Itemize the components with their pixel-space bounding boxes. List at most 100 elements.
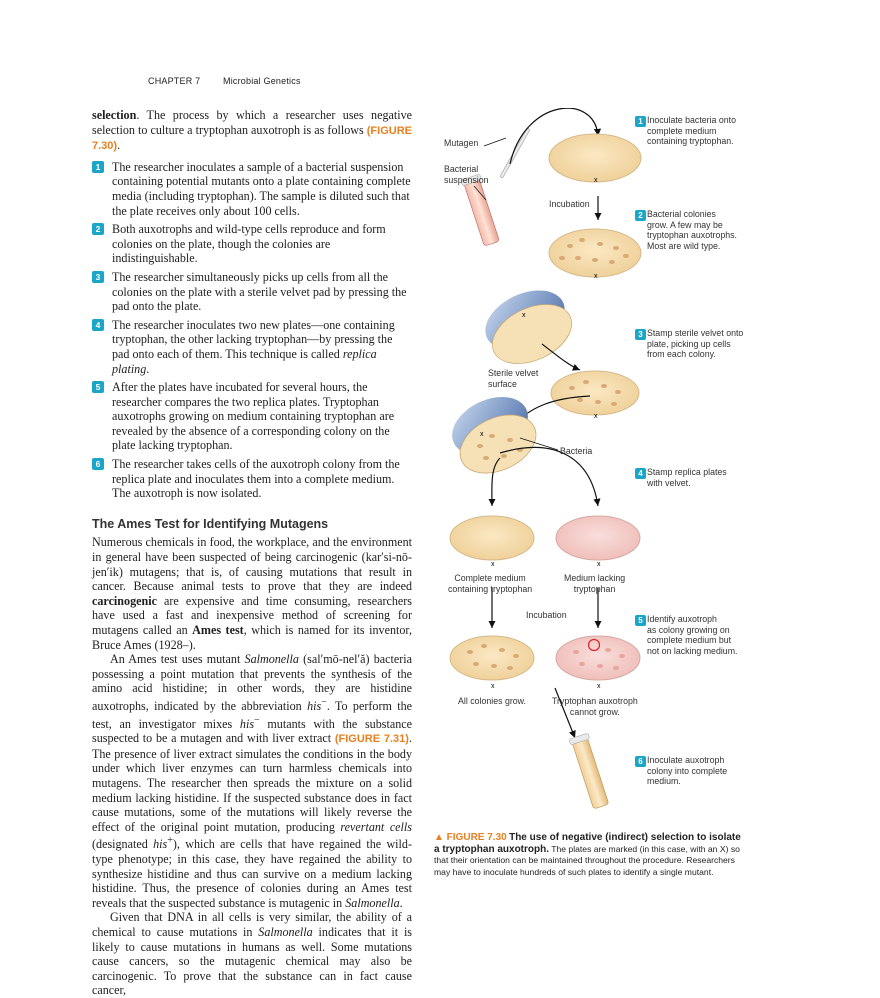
orientation-mark: x — [491, 561, 495, 568]
paragraph-ames-2: An Ames test uses mutant Salmonella (sal… — [92, 652, 412, 910]
text-run: ), which are cells that have regained th… — [92, 837, 412, 910]
intro-bold: selection — [92, 108, 137, 122]
plate-with-colonies: x — [548, 228, 642, 280]
body-text: selection. The process by which a resear… — [92, 108, 412, 998]
label-incubation-2: Incubation — [526, 610, 567, 620]
text-run: mutants with the substance suspected to … — [92, 716, 412, 746]
step-number: 4 — [92, 318, 104, 331]
text-run: An Ames test uses mutant — [110, 652, 245, 667]
fig-step-number: 1 — [635, 116, 646, 127]
text-run: (sal′mō-nel′ă) bacteria possessing a poi… — [92, 652, 412, 713]
sterile-velvet-block: x — [485, 290, 573, 364]
orientation-mark: x — [491, 683, 495, 690]
auxotroph-circle — [587, 638, 601, 652]
orientation-mark: x — [522, 312, 526, 319]
text-run: , which is named for its inventor, Bruce… — [92, 623, 412, 652]
orientation-mark: x — [594, 273, 598, 280]
step-number: 2 — [92, 223, 104, 236]
fig-step-text: Stamp replica plates with velvet. — [647, 467, 727, 488]
section-title: The Ames Test for Identifying Mutagens — [92, 516, 329, 531]
fig-step-number: 3 — [635, 329, 646, 340]
step-number: 6 — [92, 458, 104, 471]
step-text: Both auxotrophs and wild-type cells repr… — [112, 222, 386, 266]
step-end: . — [146, 361, 150, 376]
label-bacteria: Bacteria — [560, 446, 593, 456]
orientation-mark: x — [597, 683, 601, 690]
step-item: 1 The researcher inoculates a sample of a… — [92, 160, 412, 218]
bold-term: carcinogenic — [92, 593, 157, 608]
mutagen-pipette — [500, 128, 530, 178]
orientation-mark: x — [597, 561, 601, 568]
step-text: The researcher inoculates a sample of a … — [112, 159, 411, 218]
fig-step-text: Inoculate auxotroph colony into complete… — [647, 755, 728, 786]
label-all-grow: All colonies grow. — [458, 696, 526, 706]
chapter-title: Microbial Genetics — [223, 76, 301, 86]
replica-plate-complete: x — [449, 515, 535, 568]
label-bacterial-suspension: Bacterial suspension — [444, 164, 489, 185]
orientation-mark: x — [594, 177, 598, 184]
chapter-number: CHAPTER 7 — [148, 76, 201, 86]
page-header: CHAPTER 7 Microbial Genetics — [148, 76, 301, 86]
intro-text: . The process by which a researcher uses… — [92, 108, 412, 137]
italic-term: Salmonella — [258, 924, 313, 939]
text-run: . The presence of liver extract simulate… — [92, 731, 412, 834]
label-incubation-1: Incubation — [549, 199, 590, 209]
step-text: After the plates have incubated for seve… — [112, 380, 395, 453]
procedure-steps: 1 The researcher inoculates a sample of a… — [92, 160, 412, 501]
text-run: . — [399, 895, 403, 910]
step-item: 6 The researcher takes cells of the auxot… — [92, 457, 412, 501]
step-item: 2 Both auxotrophs and wild-type cells rep… — [92, 222, 412, 266]
figure-caption: ▲ FIGURE 7.30 The use of negative (indir… — [434, 832, 749, 878]
figure-ref-7-30[interactable]: (FIGURE 7.30) — [92, 124, 412, 153]
text-run: Numerous chemicals in food, the workplac… — [92, 535, 412, 594]
caption-text: The plates are marked (in this case, wit… — [434, 843, 740, 877]
intro-paragraph: selection. The process by which a resear… — [92, 108, 412, 154]
plate-complete-initial: x — [548, 133, 642, 184]
step-number: 5 — [92, 381, 104, 394]
plate-stamped: x — [550, 370, 640, 420]
fig-step-number: 4 — [635, 468, 646, 479]
caption-figure-number: ▲ FIGURE 7.30 — [434, 832, 507, 843]
fig-step-text: Identify auxotroph as colony growing on … — [647, 614, 738, 656]
step-item: 4 The researcher inoculates two new plate… — [92, 318, 412, 376]
replica-plate-lacking: x — [555, 515, 641, 568]
text-run: indicates that it is likely to cause mut… — [92, 924, 413, 998]
fig-step-number: 6 — [635, 756, 646, 767]
orientation-mark: x — [480, 431, 484, 438]
label-sterile-velvet: Sterile velvet surface — [488, 368, 539, 389]
caption-title: The use of negative (indirect) selection… — [434, 832, 741, 855]
step-text: The researcher takes cells of the auxotr… — [112, 457, 400, 501]
fig-step-text: Bacterial colonies grow. A few may be tr… — [647, 209, 737, 251]
paragraph-ames-1: Numerous chemicals in food, the workplac… — [92, 535, 412, 652]
italic-term: his — [239, 716, 255, 731]
bacterial-suspension-tube — [460, 174, 499, 246]
text-run: . To perform the test, an investigator m… — [92, 699, 412, 731]
result-plate-complete: x — [449, 635, 535, 690]
step-text: The researcher inoculates two new plates… — [112, 317, 395, 361]
fig-step-text: Stamp sterile velvet onto plate, picking… — [647, 328, 744, 359]
italic-term: his — [153, 837, 168, 852]
fig-step-number: 2 — [635, 210, 646, 221]
bold-term: Ames test — [192, 623, 244, 637]
text-run: (designated — [92, 837, 154, 852]
fig-step-text: Inoculate bacteria onto complete medium … — [647, 115, 737, 146]
label-medium-lacking: Medium lacking tryptophan — [564, 573, 626, 594]
italic-term: Salmonella — [345, 895, 400, 910]
italic-term: Salmonella — [244, 652, 299, 667]
label-mutagen: Mutagen — [444, 138, 479, 148]
step-italic: replica plating — [112, 346, 377, 376]
intro-end: . — [117, 138, 121, 153]
label-trp-cannot-grow: Tryptophan auxotroph cannot grow. — [552, 696, 638, 717]
fig-step-number: 5 — [635, 615, 646, 626]
step-number: 1 — [92, 160, 104, 173]
italic-term: his — [307, 699, 322, 713]
text-run: are expensive and time consuming, resear… — [92, 593, 412, 637]
figure-7-30: x x x — [430, 108, 870, 828]
label-complete-medium: Complete medium containing tryptophan — [448, 573, 533, 594]
step-text: The researcher simultaneously picks up c… — [112, 269, 407, 314]
orientation-mark: x — [594, 413, 598, 420]
complete-medium-tube — [569, 733, 609, 809]
figure-ref-7-31[interactable]: (FIGURE 7.31) — [334, 733, 409, 746]
result-plate-lacking: x — [555, 635, 641, 690]
